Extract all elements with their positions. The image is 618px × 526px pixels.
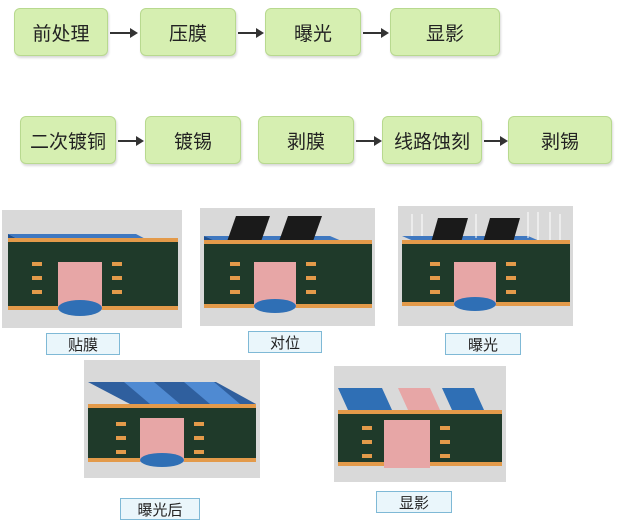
flow-step-develop: 显影 [390,8,500,56]
flow-step-exposure: 曝光 [265,8,361,56]
illustration-film-applied [2,210,182,328]
illustration-developed [334,366,506,482]
illustration-exposure [398,206,573,326]
flow-step-etch: 线路蚀刻 [382,116,482,164]
caption-develop: 显影 [376,491,452,513]
flow-arrow [238,28,264,38]
flow-step-pretreatment: 前处理 [14,8,108,56]
flow-step-lamination: 压膜 [140,8,236,56]
caption-expose: 曝光 [445,333,521,355]
caption-after-expose: 曝光后 [120,498,200,520]
flow-step-second-copper: 二次镀铜 [20,116,116,164]
flow-step-tin-plating: 镀锡 [145,116,241,164]
caption-align: 对位 [248,331,322,353]
flow-arrow [356,136,382,146]
flow-step-strip-tin: 剥锡 [508,116,612,164]
flow-arrow [118,136,144,146]
caption-film: 贴膜 [46,333,120,355]
illustration-after-exposure [84,360,260,478]
illustration-alignment [200,208,375,326]
flow-step-strip-film: 剥膜 [258,116,354,164]
flow-arrow [110,28,138,38]
flow-arrow [484,136,508,146]
flow-arrow [363,28,389,38]
